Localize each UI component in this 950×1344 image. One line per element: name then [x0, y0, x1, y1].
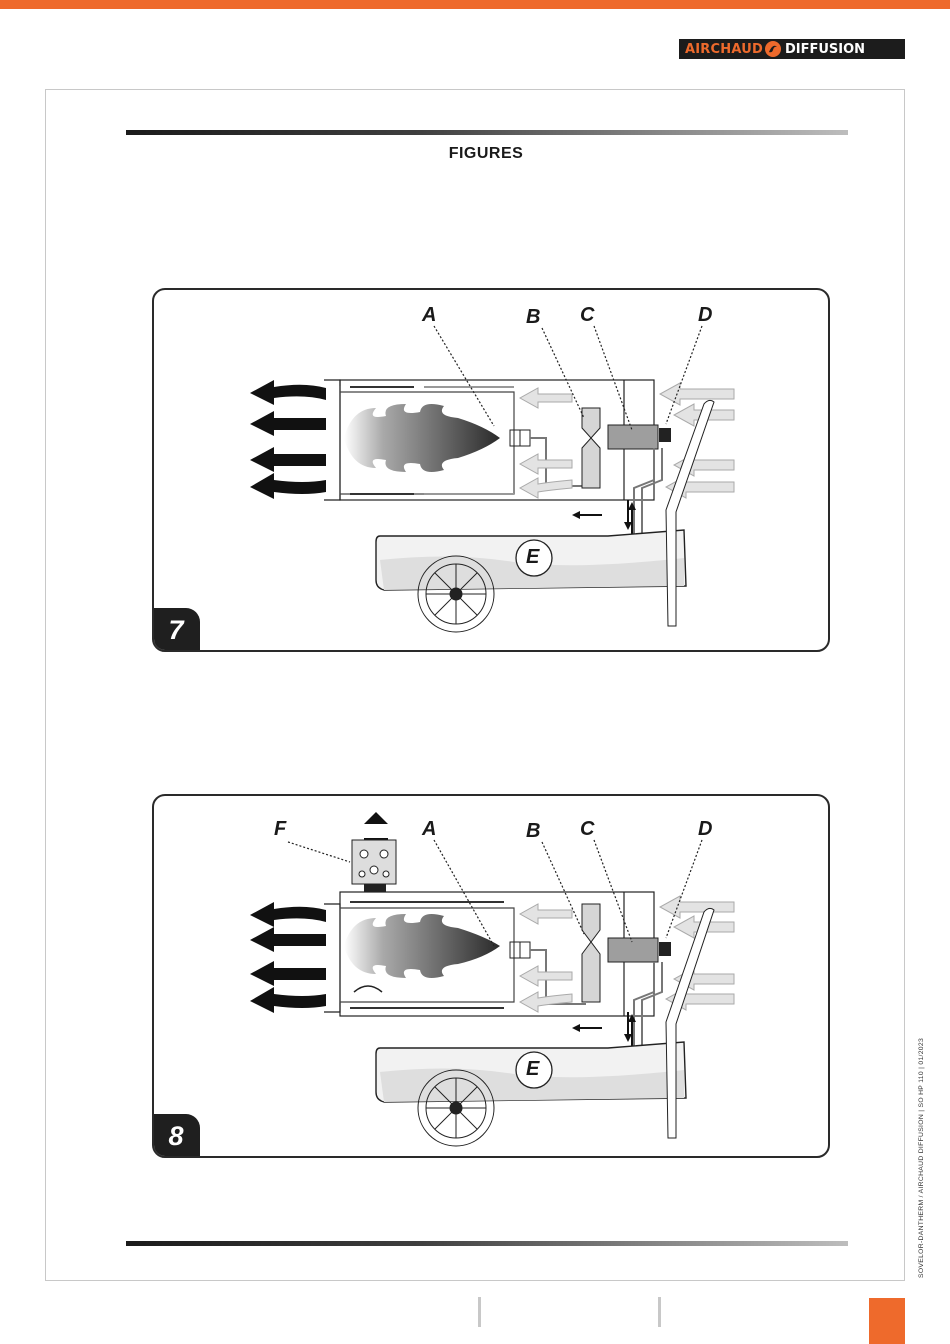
callout-d: D — [698, 818, 712, 841]
document-reference: SOVELOR-DANTHERM / AIRCHAUD DIFFUSION | … — [918, 1038, 925, 1278]
handle — [666, 400, 714, 626]
heater-diagram-7 — [154, 290, 830, 652]
hot-air-outlet-arrows — [250, 902, 326, 1013]
top-rule — [126, 130, 848, 135]
flame — [344, 914, 500, 978]
callout-f: F — [274, 818, 286, 841]
figure-number-badge: 8 — [152, 1114, 200, 1158]
callout-a: A — [422, 304, 436, 327]
bottom-rule — [126, 1241, 848, 1246]
motor-pump — [608, 425, 658, 449]
leader-lines — [288, 840, 702, 946]
exhaust-deflector — [354, 986, 382, 992]
page-corner-tab — [869, 1298, 905, 1344]
flame — [344, 404, 500, 472]
burner-nozzle — [510, 430, 586, 486]
chimney — [352, 812, 396, 892]
callout-e: E — [526, 1058, 539, 1081]
fan — [582, 408, 600, 488]
top-accent-bar — [0, 0, 950, 9]
handle — [666, 908, 714, 1138]
fan — [582, 904, 600, 1002]
figure-7: A B C D E 7 — [152, 288, 830, 652]
callout-b: B — [526, 306, 540, 329]
footer-separator — [478, 1297, 481, 1327]
figure-number-badge: 7 — [152, 608, 200, 652]
callout-a: A — [422, 818, 436, 841]
hot-air-outlet-arrows — [250, 380, 326, 499]
callout-c: C — [580, 304, 594, 327]
leader-lines — [434, 326, 702, 430]
callout-d: D — [698, 304, 712, 327]
page-title: FIGURES — [386, 145, 586, 163]
photocell — [659, 942, 671, 956]
wheel — [418, 556, 494, 632]
footer-separator — [658, 1297, 661, 1327]
callout-b: B — [526, 820, 540, 843]
motor-pump — [608, 938, 658, 962]
brand-name-right: DIFFUSION — [783, 40, 904, 58]
brand-logo: AIRCHAUD DIFFUSION — [679, 39, 905, 59]
photocell — [659, 428, 671, 442]
callout-c: C — [580, 818, 594, 841]
wheel — [418, 1070, 494, 1146]
brand-name-left: AIRCHAUD — [680, 40, 763, 58]
heater-diagram-8 — [154, 796, 830, 1158]
callout-e: E — [526, 546, 539, 569]
figure-8: F A B C D E 8 — [152, 794, 830, 1158]
flame-swirl-icon — [763, 40, 783, 58]
